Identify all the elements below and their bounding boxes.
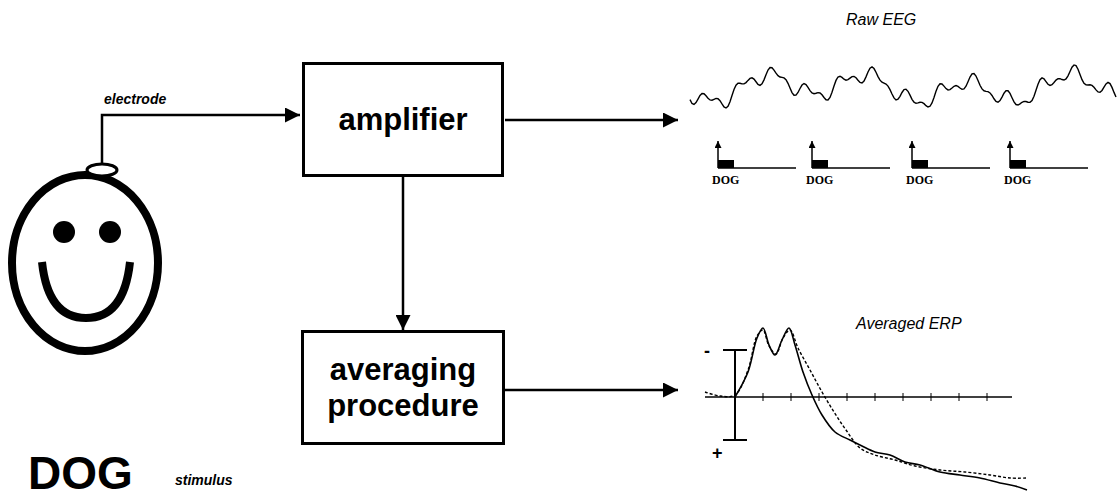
head-figure [12, 164, 158, 351]
panel-title: Raw EEG [846, 12, 916, 28]
box-label: averaging procedure [314, 352, 492, 423]
stimulus-word: DOG [28, 450, 133, 496]
connector-arrow [402, 177, 405, 330]
stimulus-marker-label: DOG [806, 174, 833, 186]
output-arrow [505, 119, 678, 122]
box-label: amplifier [338, 102, 467, 138]
stimulus-label: stimulus [175, 473, 233, 487]
stimulus-marker-label: DOG [906, 174, 933, 186]
electrode-label: electrode [104, 92, 166, 106]
eeg-trace [690, 65, 1116, 108]
stimulus-marker-label: DOG [712, 174, 739, 186]
panel-title: Averaged ERP [856, 316, 962, 332]
erp-waveform [705, 330, 1027, 478]
polarity-label: + [712, 444, 723, 462]
electrode-wire [102, 115, 300, 164]
process-box: averaging procedure [301, 330, 505, 445]
polarity-label: - [704, 342, 710, 360]
stimulus-markers [718, 141, 1088, 168]
output-arrow [503, 389, 678, 392]
erp-waveform [735, 328, 1027, 490]
process-box: amplifier [302, 62, 504, 177]
stimulus-marker-label: DOG [1004, 174, 1031, 186]
